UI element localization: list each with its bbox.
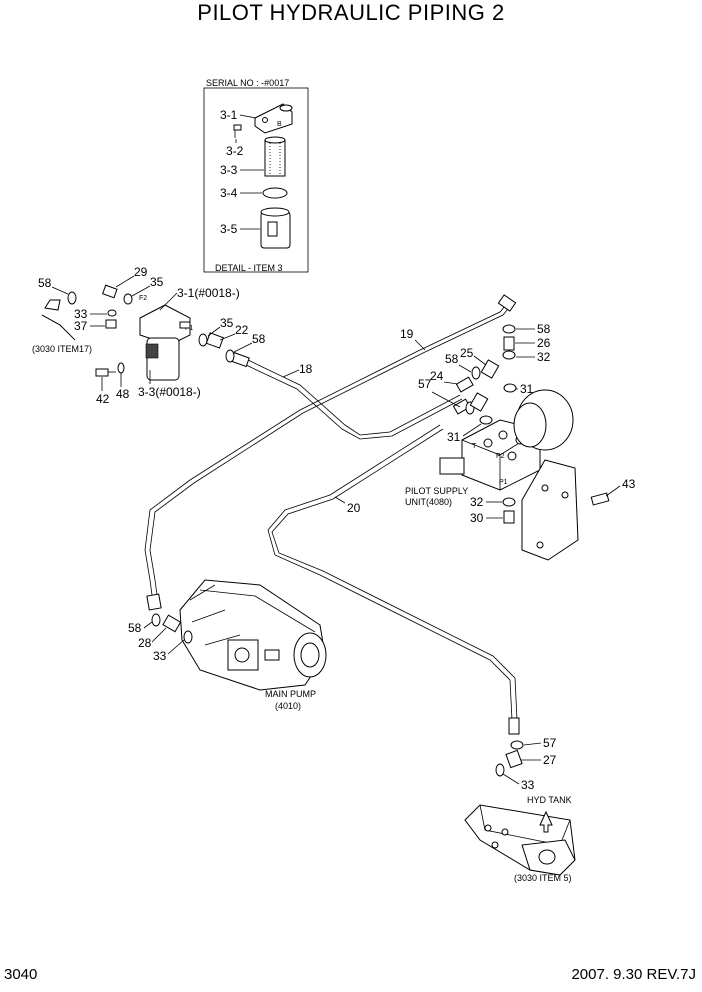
callout-18: 18 — [299, 362, 313, 376]
pilot-filter-assembly: F2 F1 — [139, 295, 193, 381]
pilot-supply-unit: T U P2 P1 — [439, 389, 579, 561]
callout-30: 30 — [470, 511, 484, 525]
callout-57b: 57 — [543, 736, 557, 750]
filter-head-icon: B — [254, 103, 293, 134]
callout-25: 25 — [460, 346, 474, 360]
detail-caption: DETAIL - ITEM 3 — [215, 263, 283, 273]
callout-48: 48 — [116, 387, 130, 401]
callout-33c: 33 — [153, 649, 167, 663]
callout-32b: 32 — [470, 495, 484, 509]
label-3030-item5: (3030 ITEM 5) — [514, 873, 572, 883]
o-ring-icon — [262, 187, 288, 199]
port-b-label: B — [277, 121, 282, 128]
label-main-pump-code: (4010) — [275, 701, 301, 711]
callout-37: 37 — [74, 319, 88, 333]
pump-fittings — [151, 613, 193, 644]
callout-19: 19 — [400, 327, 414, 341]
callout-20: 20 — [347, 501, 361, 515]
detail-serial: SERIAL NO : -#0017 — [206, 78, 289, 88]
callout-58e: 58 — [128, 621, 142, 635]
callout-3-1: 3-1 — [220, 108, 238, 122]
filter-bowl-icon — [260, 207, 291, 249]
label-main-pump: MAIN PUMP — [265, 689, 316, 699]
callout-58a: 58 — [38, 276, 52, 290]
callout-24: 24 — [430, 369, 444, 383]
arrow-up-icon — [539, 810, 553, 833]
port-f2-label: F2 — [139, 295, 147, 302]
callout-27: 27 — [543, 753, 557, 767]
tank-fittings — [495, 740, 524, 777]
callout-58c: 58 — [537, 322, 551, 336]
callout-33d: 33 — [521, 778, 535, 792]
callout-3-2: 3-2 — [226, 144, 244, 158]
callout-42: 42 — [96, 392, 110, 406]
fittings-right — [465, 324, 610, 524]
port-p2-label: P2 — [496, 453, 505, 460]
callout-57a: 57 — [418, 377, 432, 391]
callout-58d: 58 — [445, 352, 459, 366]
callout-29: 29 — [134, 265, 148, 279]
label-pilot-unit: UNIT(4080) — [405, 497, 452, 507]
callout-31b: 31 — [520, 382, 534, 396]
page-title: PILOT HYDRAULIC PIPING 2 — [197, 0, 505, 25]
revision-stamp: 2007. 9.30 REV.7J — [571, 966, 696, 983]
label-hyd-tank: HYD TANK — [527, 795, 572, 805]
callouts: 58 29 35 3-1(#0018-) 33 37 (3030 ITEM17)… — [32, 265, 636, 883]
callout-3-5: 3-5 — [220, 222, 238, 236]
return-hose-icon — [41, 299, 76, 341]
label-3030-item17: (3030 ITEM17) — [32, 344, 92, 354]
callout-31c: 31 — [447, 430, 461, 444]
filter-bolt-icon — [233, 124, 242, 138]
callout-3-4: 3-4 — [220, 186, 238, 200]
hydraulic-tank-block — [464, 804, 576, 876]
callout-32a: 32 — [537, 350, 551, 364]
callout-3-1-serial: 3-1(#0018-) — [177, 286, 240, 300]
callout-22: 22 — [235, 323, 249, 337]
page-number: 3040 — [4, 966, 38, 983]
callout-58b: 58 — [252, 332, 266, 346]
callout-28: 28 — [138, 636, 152, 650]
callout-35b: 35 — [220, 316, 234, 330]
filter-element-icon — [264, 136, 286, 177]
label-pilot-supply: PILOT SUPPLY — [405, 486, 468, 496]
port-p1-label: P1 — [499, 479, 508, 486]
callout-26: 26 — [537, 336, 551, 350]
callout-3-3: 3-3 — [220, 163, 238, 177]
callout-3-3-serial: 3-3(#0018-) — [138, 385, 201, 399]
hose-lines — [144, 299, 518, 721]
port-t-label: T — [472, 443, 477, 450]
main-pump-icon — [179, 579, 327, 691]
detail-item-3: SERIAL NO : -#0017 DETAIL - ITEM 3 B — [203, 78, 309, 273]
callout-35a: 35 — [150, 275, 164, 289]
callout-33a: 33 — [74, 307, 88, 321]
callout-43: 43 — [622, 477, 636, 491]
fittings-left — [67, 284, 235, 377]
